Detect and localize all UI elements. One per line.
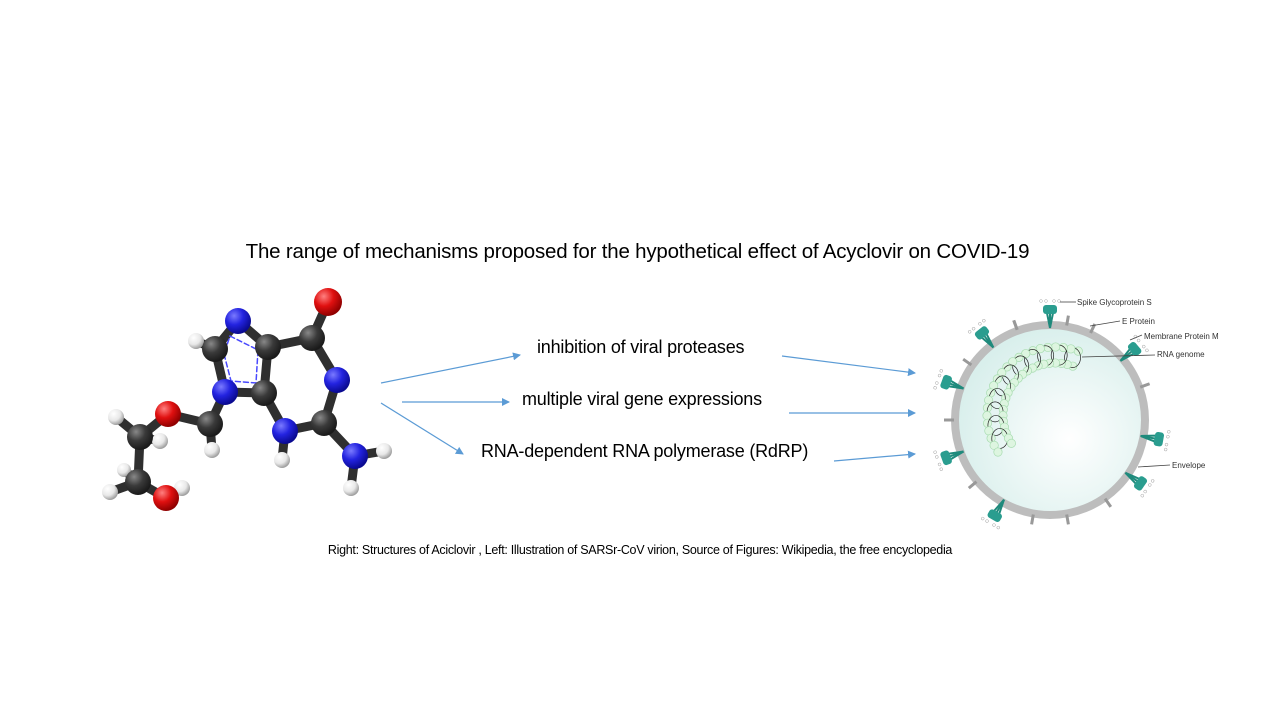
- label-envelope: Envelope: [1172, 461, 1206, 470]
- nucleocapsid-bead: [982, 418, 993, 428]
- membrane-protein-icon: [1139, 382, 1151, 389]
- mechanism-gene-expression: multiple viral gene expressions: [522, 389, 762, 409]
- arrow-to-rdrp: [380, 402, 464, 455]
- spike-glycoprotein-icon: [933, 450, 965, 471]
- arrow-protease-to-virion: [781, 355, 916, 377]
- arrow-rdrp-to-virion: [833, 450, 916, 462]
- nucleocapsid-bead: [1043, 342, 1053, 352]
- spike-glycoprotein-icon: [981, 499, 1005, 530]
- rna-genome: [982, 342, 1083, 457]
- membrane-protein-icon: [967, 480, 978, 490]
- nucleocapsid-bead: [1066, 344, 1076, 354]
- membrane-protein-icon: [1103, 497, 1113, 508]
- membrane-protein-icon: [1065, 315, 1070, 326]
- membrane-proteins: [944, 315, 1151, 525]
- spike-glycoprotein-icon: [1140, 430, 1171, 452]
- membrane-protein-icon: [1065, 514, 1070, 525]
- nucleocapsid-bead: [989, 440, 999, 450]
- virion-envelope: [951, 321, 1149, 519]
- mechanism-protease-inhibition: inhibition of viral proteases: [537, 337, 745, 357]
- label-rna-genome: RNA genome: [1157, 350, 1205, 359]
- membrane-protein-icon: [1089, 323, 1097, 334]
- spike-glycoprotein-icon: [1039, 299, 1061, 329]
- virion-leader-lines: [1060, 301, 1171, 468]
- nucleocapsid-bead: [1006, 438, 1016, 448]
- nucleocapsid-bead: [1008, 357, 1018, 367]
- label-spike-glycoprotein: Spike Glycoprotein S: [1077, 298, 1152, 307]
- nucleocapsid-bead: [1051, 342, 1061, 352]
- membrane-protein-icon: [1030, 514, 1035, 525]
- nucleocapsid-bead: [997, 368, 1007, 378]
- spike-glycoprotein-icon: [1124, 471, 1155, 498]
- mechanism-rdrp: RNA-dependent RNA polymerase (RdRP): [481, 441, 809, 461]
- slide-title: The range of mechanisms proposed for the…: [245, 240, 1030, 263]
- label-e-protein: E Protein: [1122, 317, 1155, 326]
- membrane-protein-icon: [1012, 319, 1019, 331]
- nucleocapsid-bead: [1014, 352, 1024, 362]
- figure-caption: Right: Structures of Aciclovir , Left: I…: [327, 543, 953, 557]
- membrane-protein-icon: [944, 418, 954, 422]
- arrow-to-protease: [380, 352, 521, 384]
- label-membrane-protein: Membrane Protein M: [1144, 332, 1219, 341]
- nucleocapsid-bead: [993, 447, 1003, 457]
- spike-proteins: [933, 299, 1171, 530]
- molecule-atoms: [102, 288, 392, 511]
- spike-glycoprotein-icon: [933, 369, 965, 390]
- membrane-protein-icon: [962, 357, 973, 367]
- spike-glycoprotein-icon: [967, 319, 995, 349]
